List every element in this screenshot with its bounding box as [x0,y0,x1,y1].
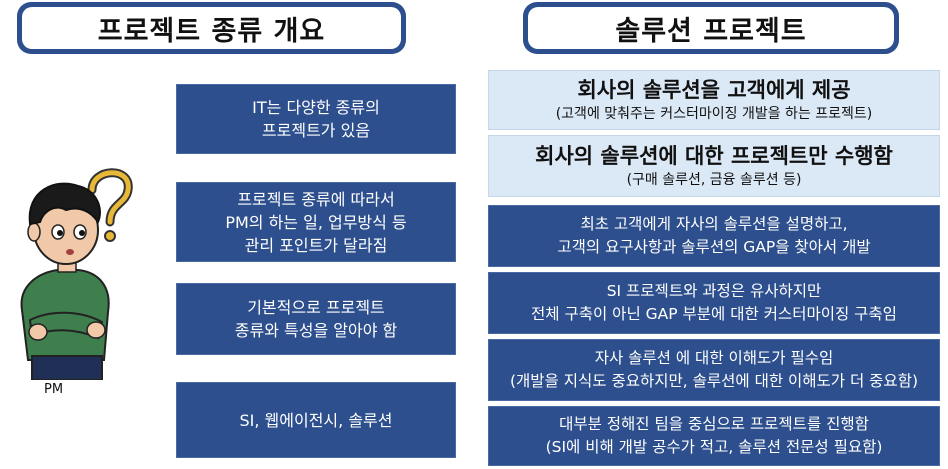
left-header-title: 프로젝트 종류 개요 [22,7,401,49]
highlight-box-2-sub: (구매 솔루션, 금융 솔루션 등) [626,172,802,188]
right-box-4: 대부분 정해진 팀을 중심으로 프로젝트를 진행함 (SI에 비해 개발 공수가… [488,406,940,466]
left-box-3-line2: 종류와 특성을 알아야 함 [234,321,398,340]
right-box-1-line2: 고객의 요구사항과 솔루션의 GAP을 찾아서 개발 [557,238,871,256]
highlight-box-1-sub: (고객에 맞춰주는 커스터마이징 개발을 하는 프로젝트) [555,106,873,122]
left-box-2-line3: 관리 포인트가 달라짐 [244,235,388,255]
right-box-3-line2: (개발을 지식도 중요하지만, 솔루션에 대한 이해도가 더 중요함) [509,372,918,390]
right-header: 솔루션 프로젝트 [523,2,899,54]
pm-character-illustration [20,168,133,380]
right-box-1: 최초 고객에게 자사의 솔루션을 설명하고, 고객의 요구사항과 솔루션의 GA… [488,205,940,267]
right-box-3: 자사 솔루션 에 대한 이해도가 필수임 (개발을 지식도 중요하지만, 솔루션… [488,339,940,401]
left-box-4: SI, 웹에이전시, 솔루션 [176,382,456,458]
question-mark-icon [87,168,133,242]
left-box-2-line2: PM의 하는 일, 업무방식 등 [225,212,407,232]
highlight-box-1: 회사의 솔루션을 고객에게 제공 (고객에 맞춰주는 커스터마이징 개발을 하는… [488,70,940,130]
right-box-2-line2: 전체 구축이 아닌 GAP 부분에 대한 커스터마이징 구축임 [531,305,897,323]
right-header-title: 솔루션 프로젝트 [528,7,894,49]
left-box-3: 기본적으로 프로젝트 종류와 특성을 알아야 함 [176,283,456,355]
pm-label: PM [44,382,64,397]
left-header: 프로젝트 종류 개요 [17,2,406,54]
left-box-1-line2: 프로젝트가 있음 [261,121,371,140]
highlight-box-2-main: 회사의 솔루션에 대한 프로젝트만 수행함 [535,144,893,168]
right-box-4-line2: (SI에 비해 개발 공수가 적고, 솔루션 전문성 필요함) [545,438,883,456]
left-box-2-line1: 프로젝트 종류에 따라서 [237,189,395,209]
right-box-1-line1: 최초 고객에게 자사의 솔루션을 설명하고, [580,215,848,233]
left-box-1-line1: IT는 다양한 종류의 [252,98,380,117]
left-box-2: 프로젝트 종류에 따라서 PM의 하는 일, 업무방식 등 관리 포인트가 달라… [176,182,456,262]
right-box-3-line1: 자사 솔루션 에 대한 이해도가 필수임 [594,349,834,367]
left-box-1: IT는 다양한 종류의 프로젝트가 있음 [176,84,456,154]
left-box-3-line1: 기본적으로 프로젝트 [247,298,385,317]
highlight-box-2: 회사의 솔루션에 대한 프로젝트만 수행함 (구매 솔루션, 금융 솔루션 등) [488,135,940,197]
right-box-2: SI 프로젝트와 과정은 유사하지만 전체 구축이 아닌 GAP 부분에 대한 … [488,272,940,334]
highlight-box-1-main: 회사의 솔루션을 고객에게 제공 [577,78,851,102]
left-box-4-line1: SI, 웹에이전시, 솔루션 [239,410,393,430]
right-box-4-line1: 대부분 정해진 팀을 중심으로 프로젝트를 진행함 [559,415,869,433]
right-box-2-line1: SI 프로젝트와 과정은 유사하지만 [606,282,822,300]
